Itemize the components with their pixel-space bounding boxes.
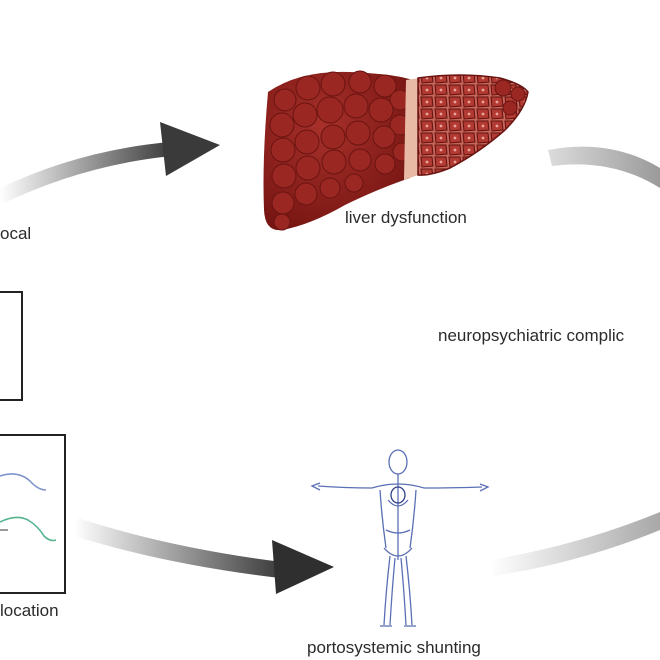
liver-illustration-icon: [263, 70, 529, 231]
bottom-right-arrow-icon: [490, 512, 660, 576]
liver-dysfunction-label: liver dysfunction: [345, 208, 467, 227]
left-curved-arrow-icon: [0, 122, 220, 205]
left-panel-box: [0, 291, 23, 401]
human-vascular-system-icon: [310, 449, 490, 627]
neuropsychiatric-label: neuropsychiatric complic: [438, 326, 625, 345]
right-curved-arrow-icon: [548, 146, 660, 188]
plot-thumbnail: [0, 434, 66, 594]
bottom-curved-arrow-icon: [74, 518, 334, 594]
portosystemic-shunting-label: portosystemic shunting: [307, 638, 481, 657]
top-left-label: ocal: [0, 224, 32, 243]
bottom-left-label: location: [0, 601, 59, 620]
